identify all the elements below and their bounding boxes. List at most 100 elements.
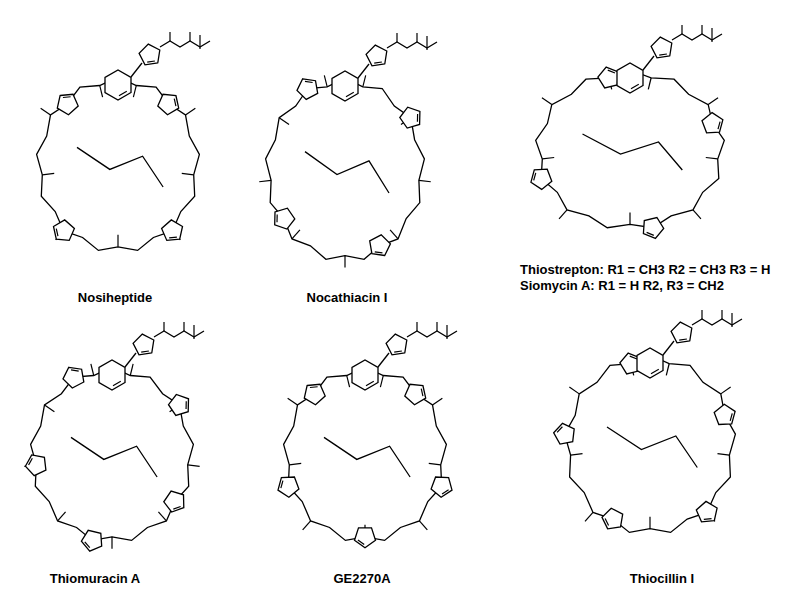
substituent-bond	[42, 173, 54, 174]
double-bond	[305, 81, 313, 82]
substituent-bond	[706, 158, 718, 159]
substituent-bond	[100, 86, 103, 98]
thiazole-ring	[531, 169, 552, 189]
substituent-bond	[303, 521, 311, 530]
substituent-bond	[432, 398, 442, 405]
double-bond	[375, 252, 383, 253]
thiazole-ring	[400, 107, 420, 128]
double-bond	[659, 54, 667, 55]
thiazole-ring	[275, 208, 295, 229]
substituent-bond	[288, 398, 298, 405]
substituent-bond	[117, 235, 118, 247]
substituent-bond	[185, 108, 195, 115]
carbonyl-bond	[416, 322, 417, 331]
methylene-bond	[193, 325, 194, 339]
tail-bond	[358, 64, 369, 78]
substituent-bond	[721, 387, 731, 394]
double-bond	[173, 506, 180, 509]
thiazole-ring	[162, 220, 183, 241]
macrocycle-bond	[31, 367, 194, 540]
thiazole-ring	[278, 477, 299, 497]
substituent-bond	[569, 387, 579, 394]
bridge-bond	[71, 437, 157, 477]
thiazole-ring	[714, 404, 735, 424]
substituent-bond	[649, 517, 650, 529]
substituent-bond	[158, 512, 166, 521]
substituent-bond	[45, 405, 55, 412]
substituent-bond	[182, 173, 194, 174]
double-bond	[718, 122, 720, 129]
substituent-bond	[429, 463, 441, 464]
thiazole-ring	[366, 45, 387, 66]
tail-bond	[643, 56, 654, 70]
compound-name: GE2270A	[333, 571, 390, 586]
substituent-bond	[363, 75, 366, 87]
double-bond	[417, 114, 418, 122]
thiazole-ring	[370, 235, 391, 256]
double-bond	[174, 99, 176, 107]
pyridine-ring	[352, 360, 378, 390]
double-bond	[119, 91, 127, 96]
carbonyl-bond	[163, 322, 164, 331]
substituent-bond	[41, 108, 51, 115]
pyridine-ring	[105, 70, 131, 100]
tail-bond	[663, 341, 674, 355]
pyridine-ring	[637, 348, 663, 378]
double-bond	[185, 401, 186, 409]
macrocycle-bond	[284, 367, 447, 540]
substituent-bond	[708, 98, 718, 105]
compound-name: Nocathiacin I	[307, 290, 388, 305]
substituent-bond	[717, 454, 729, 455]
pyridine-ring	[617, 63, 643, 93]
substituent-bond	[390, 230, 398, 239]
methylene-bond	[199, 35, 200, 49]
thiazole-ring	[431, 477, 452, 497]
bridge-bond	[305, 152, 389, 193]
substituent-bond	[571, 454, 583, 455]
double-bond	[63, 96, 71, 98]
substituent-bond	[347, 376, 350, 388]
double-bond	[730, 413, 732, 420]
double-bond	[29, 458, 33, 465]
double-bond	[631, 84, 639, 89]
double-bond	[310, 386, 318, 388]
double-bond	[281, 481, 283, 488]
bridge-bond	[583, 134, 683, 170]
thiazole-ring	[158, 94, 179, 114]
carbonyl-bond	[436, 322, 437, 331]
methylene-bond	[426, 36, 427, 50]
double-bond	[71, 370, 79, 371]
carbonyl-bond	[169, 32, 170, 41]
chain-bond	[672, 34, 722, 40]
double-bond	[557, 427, 562, 433]
substituent-bond	[666, 364, 669, 376]
substituent-bond	[289, 463, 301, 464]
macrocycle-bond	[37, 77, 200, 250]
substituent-bond	[133, 86, 136, 98]
substituent-bond	[542, 98, 552, 105]
thiazole-ring	[602, 508, 623, 529]
thiazole-ring	[386, 334, 407, 355]
thiazole-ring	[671, 322, 692, 343]
thiazole-ring	[139, 44, 160, 65]
tail-bond	[378, 353, 389, 367]
tail-bond	[131, 63, 142, 77]
chain-bond	[692, 319, 742, 325]
double-bond	[534, 173, 536, 180]
pyridine-ring	[99, 360, 125, 390]
double-bond	[147, 61, 155, 62]
substituent-bond	[344, 256, 345, 268]
double-bond	[169, 237, 177, 239]
methylene-bond	[731, 313, 732, 327]
thiazole-ring	[63, 367, 84, 388]
thiazole-ring	[304, 384, 325, 404]
thiazole-ring	[81, 530, 101, 551]
carbonyl-bond	[701, 310, 702, 319]
substituent-bond	[292, 230, 300, 239]
double-bond	[358, 540, 364, 545]
substituent-bond	[279, 118, 289, 125]
compound-name: Thiostrepton: R1 = CH3 R2 = CH3 R3 = H	[520, 262, 770, 277]
compound-name: Siomycin A: R1 = H R2, R3 = CH2	[520, 278, 724, 293]
thiazole-ring	[133, 334, 154, 355]
thiazole-ring	[696, 501, 717, 521]
